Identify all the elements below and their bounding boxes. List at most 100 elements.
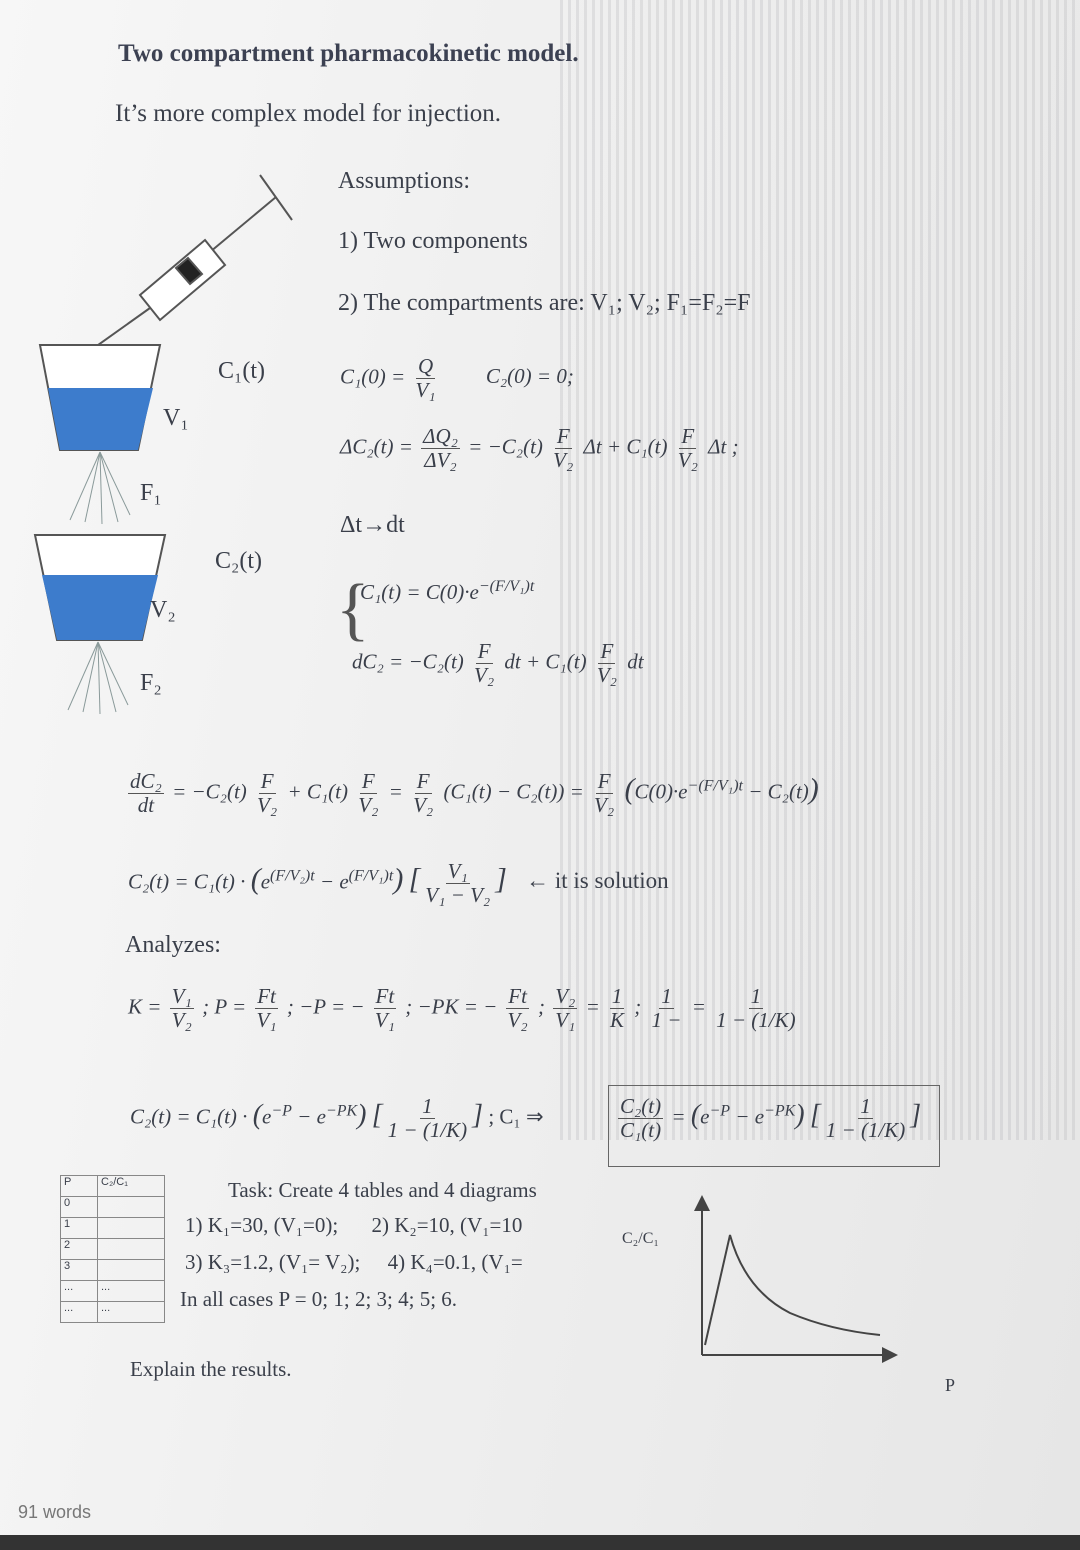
page-subtitle: It’s more complex model for injection. xyxy=(115,100,502,127)
k-den: K xyxy=(610,1008,625,1033)
solution-equation: C₂(t) = C₁(t) · (e(F/V₂)t − e(F/V₁)t) [V… xyxy=(128,859,669,908)
graph-y-label: C₂/C₁ xyxy=(622,1230,659,1247)
sol-bracket-close: ] xyxy=(495,862,507,896)
delta-rhs-3: Δt ; xyxy=(708,434,739,459)
neg-pk-def: ; −PK = − xyxy=(405,994,498,1019)
dq-num: ΔQ₂ xyxy=(421,424,460,450)
p-ratio-table: P C₂/C₁ 0 1 2 3 ...... ...... xyxy=(60,1175,165,1323)
f-num: F xyxy=(414,769,432,795)
ode-e: C(0)·e xyxy=(634,779,688,804)
v1-num: V₁ xyxy=(169,984,194,1010)
dt-den: dt xyxy=(137,793,155,818)
assumptions-heading: Assumptions: xyxy=(338,168,471,194)
final-bracket-open: [ xyxy=(371,1099,383,1131)
v2-num: V₂ xyxy=(553,984,578,1010)
table-row: 1 xyxy=(60,1217,165,1239)
delta-rhs-1: = −C₂(t) xyxy=(468,434,543,459)
explain-text: Explain the results. xyxy=(130,1357,292,1381)
sol-paren-close: ) xyxy=(393,862,404,896)
f1-label: F₁ xyxy=(140,480,162,506)
sys1-exponent: −(F/V₁)t xyxy=(478,578,535,595)
equals: = xyxy=(585,994,600,1019)
delta-rhs-2: Δt + C₁(t) xyxy=(583,434,668,459)
final-e1: e xyxy=(262,1104,272,1129)
table-cell: 2 xyxy=(60,1238,98,1260)
v1-label: V₁ xyxy=(163,405,189,431)
sys2-a: dC₂ = −C₂(t) xyxy=(352,649,464,674)
task-line-3: In all cases P = 0; 1; 2; 3; 4; 5; 6. xyxy=(180,1287,458,1311)
task-line-2: 3) K₃=1.2, (V₁= V₂); 4) K₄=0.1, (V₁= xyxy=(185,1250,523,1275)
task-line-1: 1) K₁=30, (V₁=0); 2) K₂=10, (V₁=10 xyxy=(185,1213,522,1238)
boxed-minus: − e xyxy=(735,1104,765,1129)
table-row: 0 xyxy=(60,1196,165,1218)
table-header-row: P C₂/C₁ xyxy=(60,1175,165,1197)
graph-x-label: P xyxy=(945,1375,956,1395)
one-num: 1 xyxy=(420,1094,435,1120)
ode-d: (C₁(t) − C₂(t)) = xyxy=(443,779,584,804)
word-count-status: 91 words xyxy=(18,1502,92,1522)
table-cell-empty xyxy=(97,1238,165,1260)
table-cell: ... xyxy=(97,1280,165,1302)
sol-bracket-open: [ xyxy=(408,862,421,896)
v2-label: V₂ xyxy=(150,597,176,623)
equals: = xyxy=(671,1104,686,1129)
sol-lhs: C₂(t) = C₁(t) · xyxy=(128,869,246,894)
v1-den: V₁ xyxy=(415,378,436,403)
task-heading: Task: Create 4 tables and 4 diagrams xyxy=(228,1178,537,1202)
final-sup2: −PK xyxy=(325,1102,358,1120)
f-num: F xyxy=(679,424,697,450)
task-case-1: 1) K₁=30, (V₁=0); xyxy=(185,1213,339,1237)
v1-v2-den: V₁ − V₂ xyxy=(425,883,491,908)
ode-f: − C₂(t) xyxy=(748,779,809,804)
v2-den: V₂ xyxy=(358,793,379,818)
task-case-4: 4) K₄=0.1, (V₁= xyxy=(387,1250,523,1274)
boxed-sup1: −P xyxy=(709,1102,731,1120)
dv-den: ΔV₂ xyxy=(424,448,457,473)
f-num: F xyxy=(554,424,572,450)
final-arrow: ; C₁ ⇒ xyxy=(488,1104,544,1129)
table-cell: 3 xyxy=(60,1259,98,1281)
final-paren-close: ) xyxy=(357,1099,367,1131)
ode-a: = −C₂(t) xyxy=(172,779,247,804)
bottom-bar xyxy=(0,1535,1080,1550)
v1-den: V₁ xyxy=(256,1008,277,1033)
f-num: F xyxy=(475,639,493,665)
system-eq-1: C₁(t) = C(0)·e−(F/V₁)t xyxy=(360,578,534,605)
v2-den: V₂ xyxy=(594,793,615,818)
syringe-icon xyxy=(69,174,293,366)
ode-paren-close: ) xyxy=(808,772,819,806)
one-minus-den: 1 − xyxy=(651,1008,682,1033)
sol-minus: − e xyxy=(319,869,349,894)
task-case-2: 2) K₂=10, (V₁=10 xyxy=(371,1213,523,1237)
table-cell: ... xyxy=(60,1280,98,1302)
table-cell-empty xyxy=(97,1259,165,1281)
final-bracket-close: ] xyxy=(472,1099,484,1131)
screen-moire-overlay xyxy=(560,0,1080,1140)
v1-num: V₁ xyxy=(445,859,470,885)
sol-exp2: (F/V₁)t xyxy=(348,867,394,885)
f2-label: F₂ xyxy=(140,670,162,696)
dc2-num: dC₂ xyxy=(128,769,164,795)
result-box xyxy=(608,1085,940,1167)
c2-initial: C₂(0) = 0; xyxy=(485,364,574,389)
table-cell: 1 xyxy=(60,1217,98,1239)
